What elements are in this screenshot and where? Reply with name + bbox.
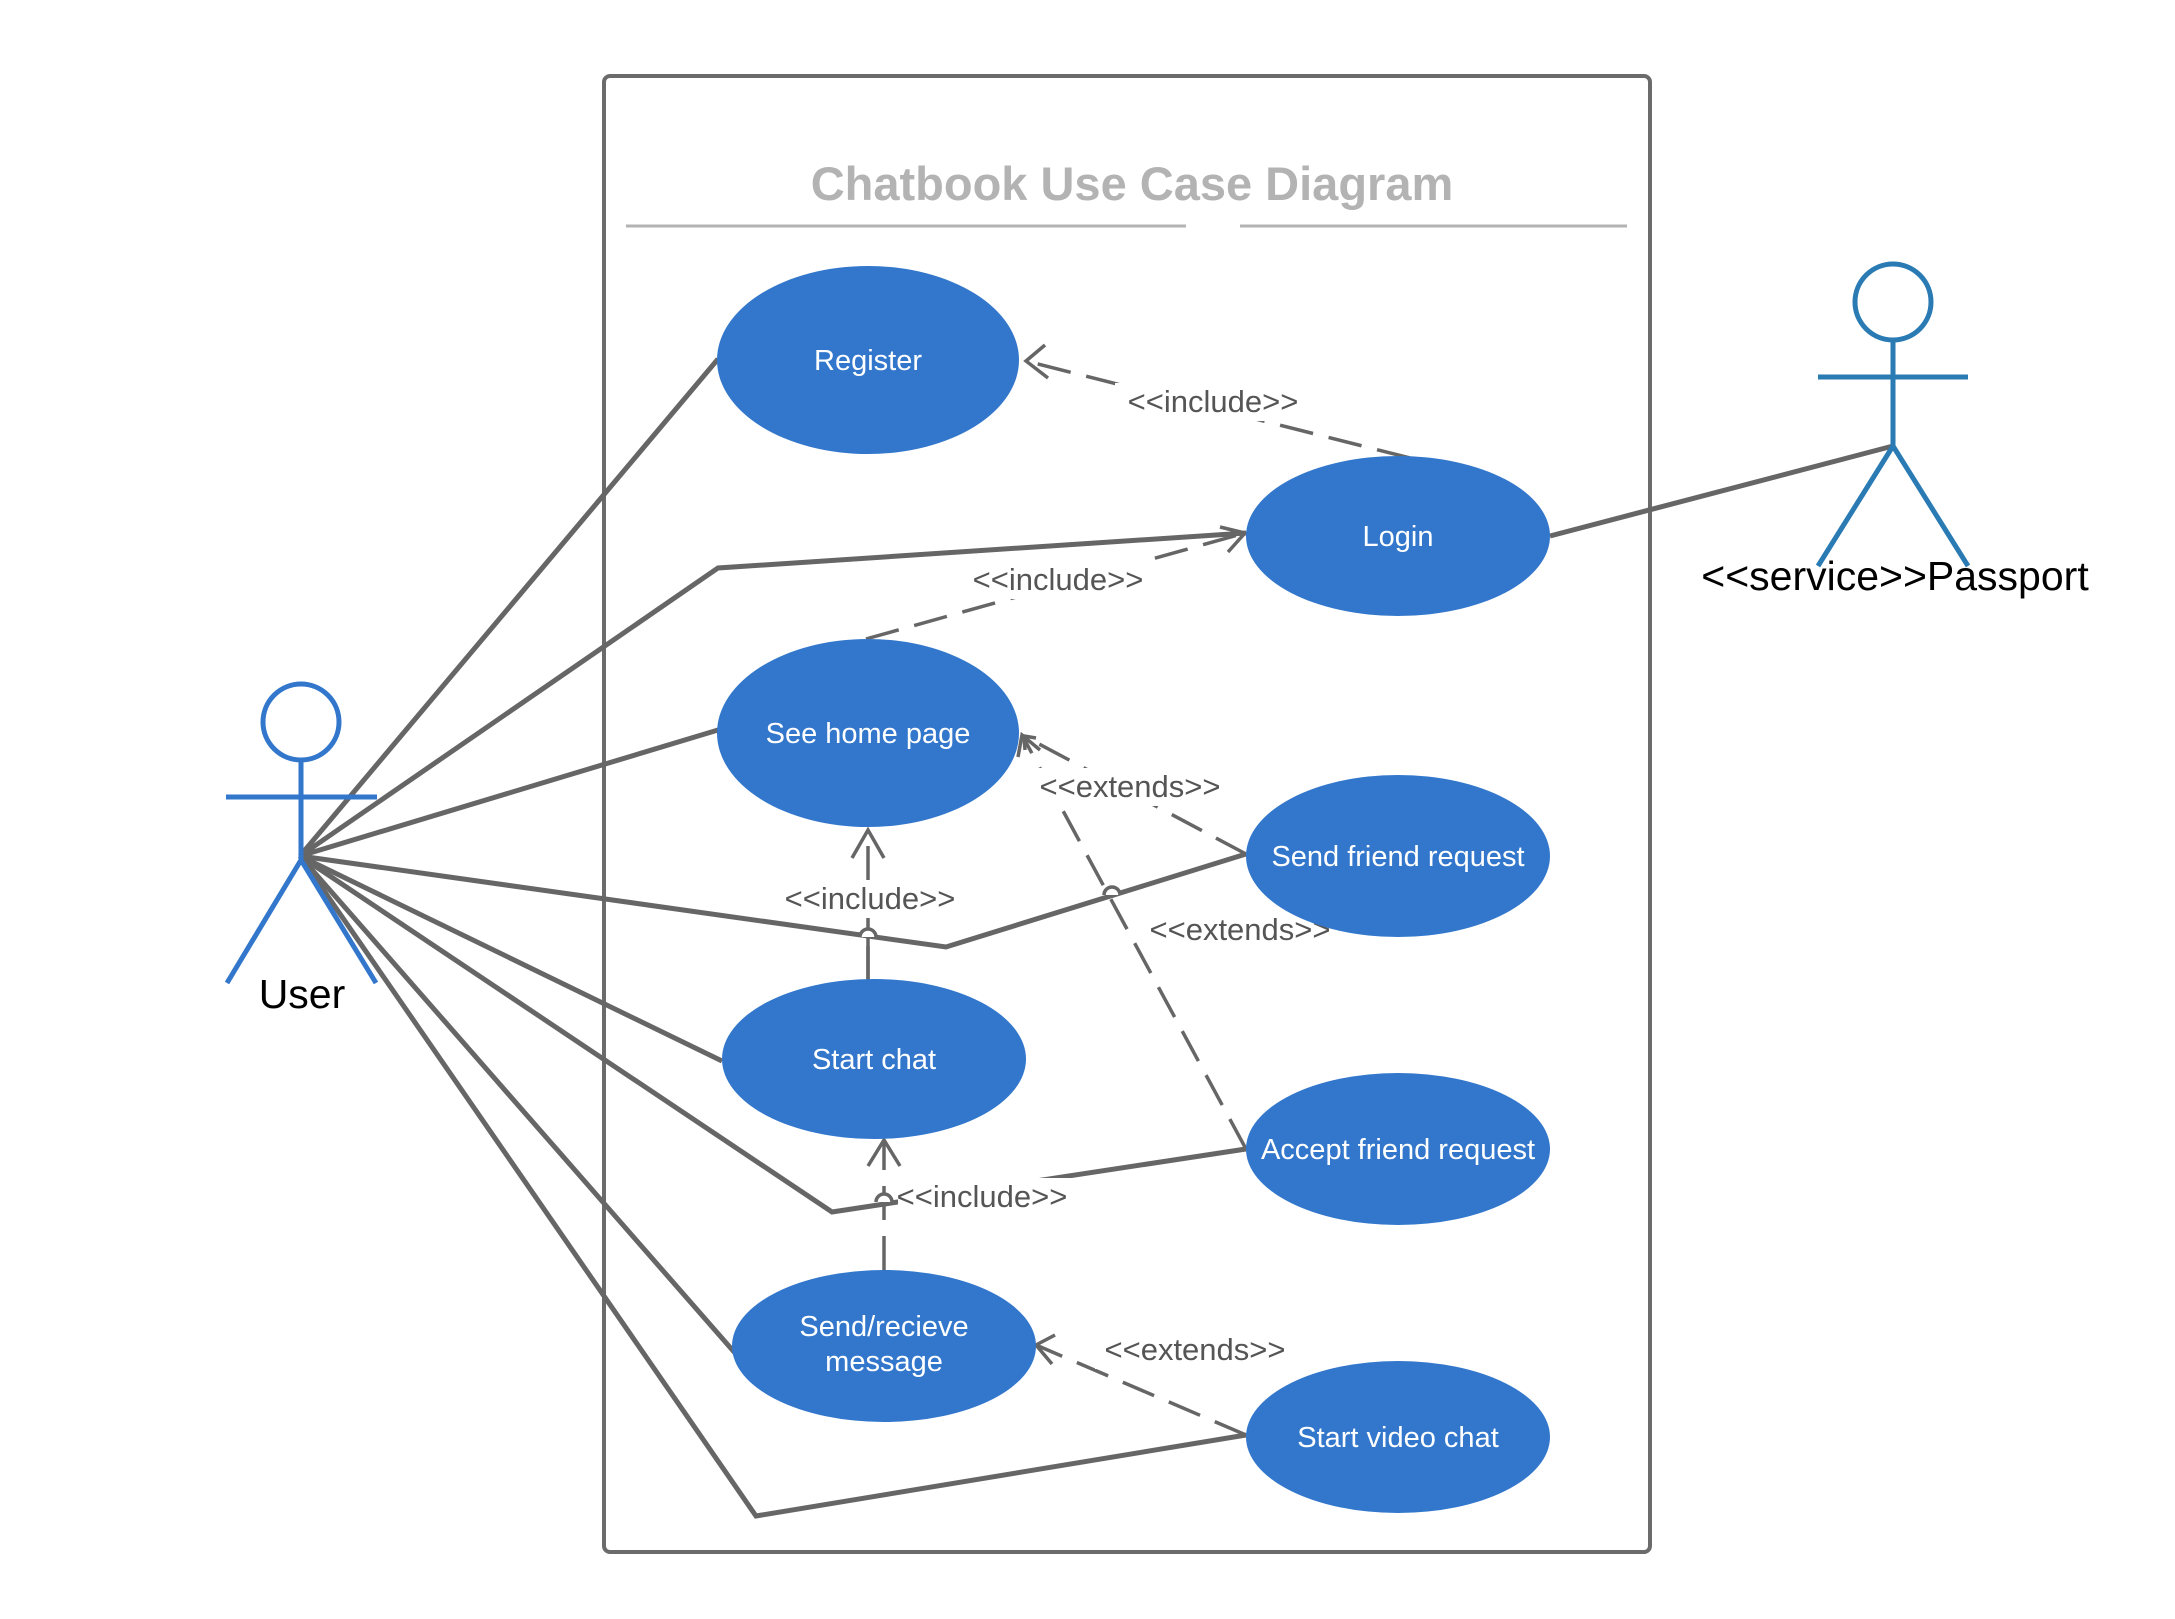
- label-login-register: <<include>>: [1128, 384, 1299, 419]
- use-case-login[interactable]: Login: [1246, 456, 1550, 616]
- diagram-title: Chatbook Use Case Diagram: [811, 157, 1454, 210]
- use-case-see-home-page[interactable]: See home page: [717, 639, 1019, 827]
- use-case-start-video-chat[interactable]: Start video chat: [1246, 1361, 1550, 1513]
- use-case-register-label: Register: [814, 345, 922, 377]
- arrowheads: [850, 343, 1249, 1366]
- label-chat-home: <<include>>: [785, 881, 956, 916]
- arrowhead-message: [1033, 1333, 1056, 1366]
- system-boundary: [602, 74, 1652, 1554]
- arrowhead-home-accept: [1016, 731, 1042, 758]
- line-hops: [858, 885, 1122, 1203]
- use-case-accept-friend-request-shape: [1246, 1073, 1550, 1225]
- use-case-send-friend-request-shape: [1246, 775, 1550, 937]
- dep-login-register: [1025, 359, 1411, 460]
- label-bg-login-register: [1115, 383, 1311, 421]
- use-case-start-video-chat-shape: [1246, 1361, 1550, 1513]
- actor-passport[interactable]: <<service>>Passport: [1701, 261, 2089, 599]
- use-case-login-shape: [1246, 456, 1550, 616]
- assoc-user-friend-request: [299, 851, 1247, 950]
- label-bg-video-message: [1095, 1331, 1295, 1369]
- use-case-see-home-page-label: See home page: [766, 718, 971, 750]
- use-case-login-label: Login: [1363, 521, 1434, 553]
- use-case-see-home-page-shape: [717, 639, 1019, 827]
- assoc-user-start-chat: [298, 853, 724, 1064]
- arrowhead-register: [1023, 343, 1050, 380]
- use-case-send-recieve-message-label-line1: Send/recieve: [799, 1311, 968, 1343]
- dep-video-message: [1035, 1343, 1247, 1437]
- arrowhead-chat-message: [866, 1136, 902, 1167]
- use-case-start-chat-label: Start chat: [812, 1044, 936, 1076]
- assoc-user-login: [298, 530, 1247, 859]
- hop-accept-extends: [1102, 885, 1122, 896]
- use-case-send-friend-request-label: Send friend request: [1271, 841, 1524, 873]
- hop-message-include: [874, 1192, 894, 1203]
- assoc-user-accept-friend: [298, 853, 1247, 1215]
- actor-passport-label: <<service>>Passport: [1701, 553, 2089, 599]
- passport-stick-figure-icon: [1815, 261, 1971, 568]
- use-case-send-friend-request[interactable]: Send friend request: [1246, 775, 1550, 937]
- actor-user[interactable]: User: [224, 681, 379, 1017]
- label-bg-message-chat: [898, 1178, 1080, 1216]
- actor-user-label: User: [259, 971, 346, 1017]
- use-case-accept-friend-request[interactable]: Accept friend request: [1246, 1073, 1550, 1225]
- assoc-user-register: [298, 357, 720, 858]
- dep-accept-home: [1020, 734, 1248, 1150]
- label-bg-friend-home: [1030, 768, 1230, 806]
- relation-labels: <<include>> <<include>> <<extends>> <<ex…: [772, 383, 1340, 1369]
- label-home-login: <<include>>: [973, 562, 1144, 597]
- use-case-send-recieve-message-shape: [732, 1270, 1036, 1422]
- assoc-passport-login: [1549, 443, 1894, 539]
- use-case-send-recieve-message-label-line2: message: [825, 1346, 943, 1378]
- arrowhead-login: [1219, 525, 1249, 554]
- arrowhead-home-chat: [850, 826, 886, 859]
- label-message-chat: <<include>>: [897, 1179, 1068, 1214]
- label-friend-home: <<extends>>: [1040, 769, 1221, 804]
- association-lines: [297, 357, 1894, 1519]
- user-stick-figure-icon: [224, 681, 379, 985]
- assoc-user-send-message: [298, 854, 737, 1355]
- use-case-start-video-chat-label: Start video chat: [1297, 1422, 1499, 1454]
- use-case-accept-friend-request-label: Accept friend request: [1261, 1134, 1535, 1166]
- use-case-send-recieve-message[interactable]: Send/recieve message: [732, 1270, 1036, 1422]
- use-case-start-chat[interactable]: Start chat: [722, 979, 1026, 1139]
- assoc-user-home: [299, 727, 719, 859]
- use-case-register[interactable]: Register: [717, 266, 1019, 454]
- label-video-message: <<extends>>: [1105, 1332, 1286, 1367]
- use-case-start-chat-shape: [722, 979, 1026, 1139]
- label-bg-chat-home: [772, 880, 968, 918]
- hop-chat-include: [858, 927, 878, 938]
- dep-home-login: [865, 531, 1246, 641]
- label-bg-home-login: [960, 561, 1156, 599]
- assoc-user-video-chat: [297, 854, 1247, 1519]
- use-case-register-shape: [717, 266, 1019, 454]
